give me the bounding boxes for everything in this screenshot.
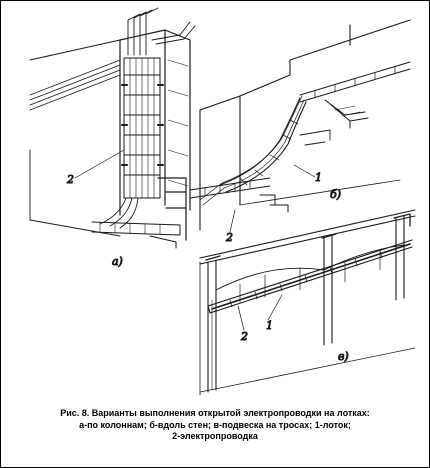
label-tray-v: 1 [266,319,273,332]
figure-caption: Рис. 8. Варианты выполнения открытой эле… [0,408,430,443]
caption-line-1: Рис. 8. Варианты выполнения открытой эле… [60,408,370,418]
label-wire-b: 2 [225,231,233,244]
label-variant-b: б) [330,188,341,201]
label-variant-v: в) [338,350,349,363]
caption-line-3: 2-электропроводка [172,431,258,441]
label-wire-v: 2 [240,330,248,343]
variant-v-suspension-illustration [199,209,416,396]
caption-line-2: а-по колоннам; б-вдоль стен; в-подвеска … [79,419,351,430]
label-wire-a: 2 [66,173,74,186]
variant-b-wall-illustration [189,19,411,233]
label-tray-b: 1 [315,171,322,184]
variant-a-column-illustration [29,7,196,249]
label-variant-a: а) [112,255,123,268]
